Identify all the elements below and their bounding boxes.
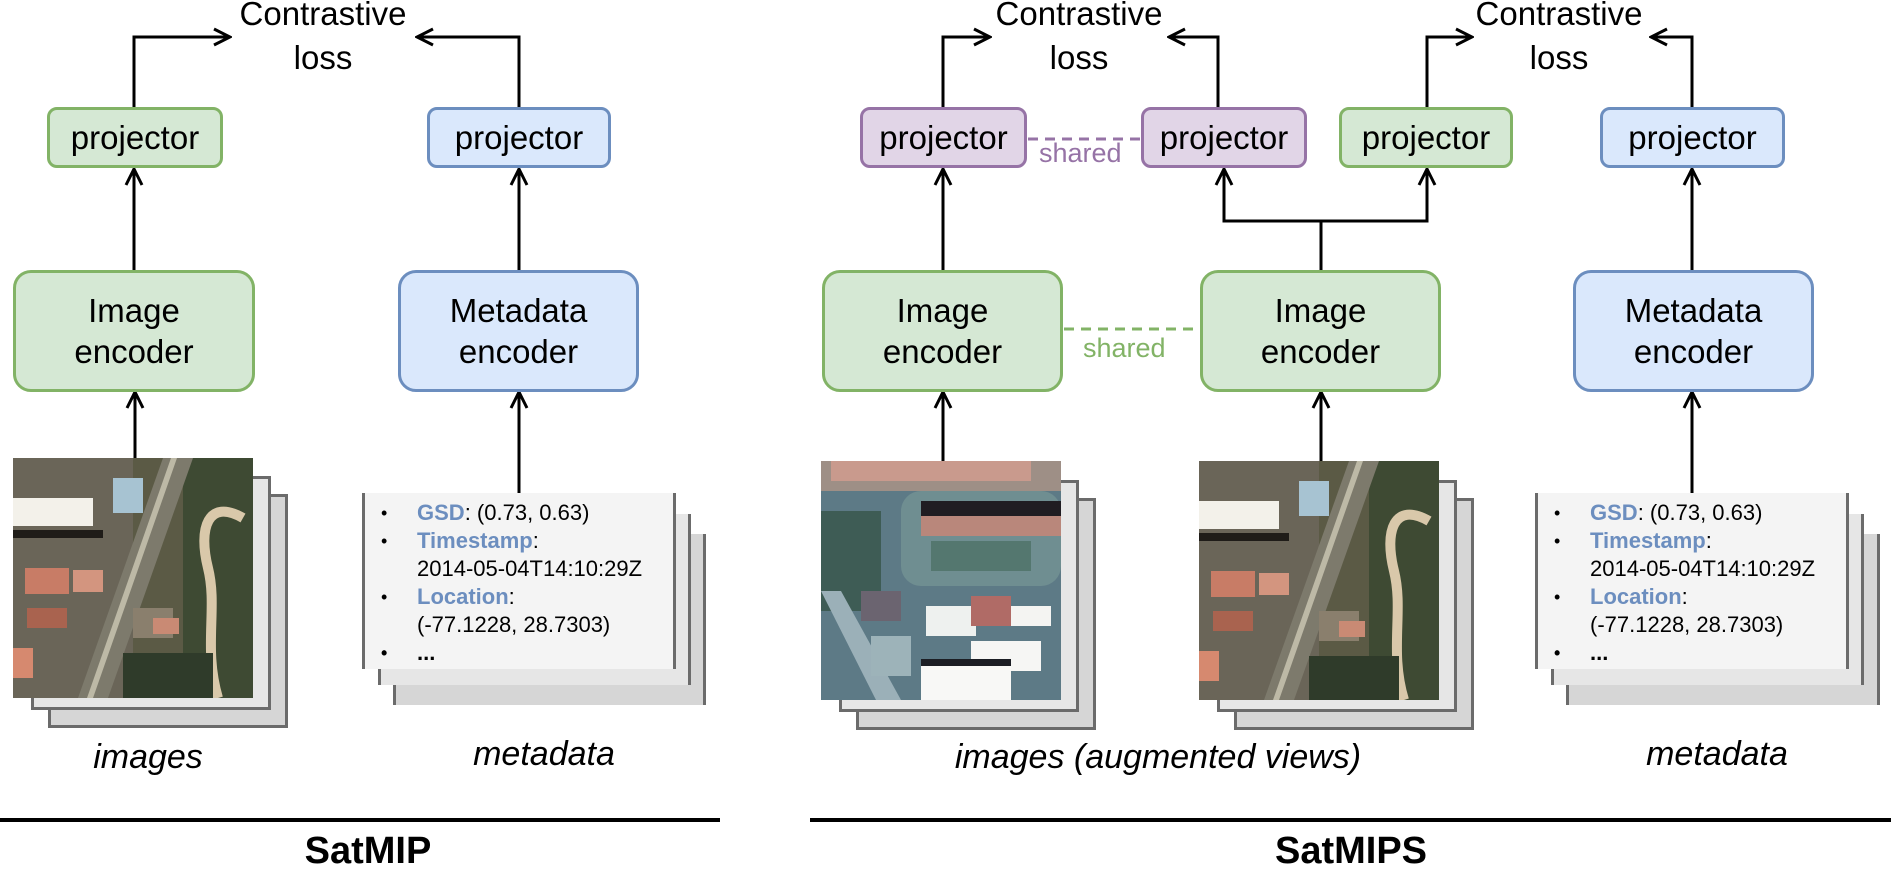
satmips-title: SatMIPS — [1274, 830, 1428, 872]
metadata-projector: projector — [1600, 107, 1785, 168]
metadata-caption: metadata — [1646, 735, 1788, 773]
metadata-key: GSD — [417, 500, 465, 525]
metadata-item-timestamp: Timestamp: 2014-05-04T14:10:29Z — [379, 527, 673, 583]
image-encoder-line2: encoder — [74, 333, 194, 370]
projector-label: projector — [1361, 118, 1491, 156]
metadata-key: Location — [1590, 584, 1682, 609]
arrow-projector-to-loss — [132, 37, 229, 107]
projector-label: projector — [879, 118, 1008, 156]
metadata-item-location: Location: (-77.1228, 28.7303) — [379, 583, 673, 639]
metadata-encoder-line1: Metadata — [1624, 291, 1763, 329]
metadata-projector: projector — [427, 107, 611, 168]
section-divider-right — [810, 818, 1891, 822]
branch-to-projector2 — [1224, 170, 1321, 223]
metadata-encoder-line2: encoder — [458, 333, 579, 370]
loss-line2: loss — [293, 39, 353, 76]
metadata-key: GSD — [1590, 500, 1638, 525]
shared-projector-1: projector — [860, 107, 1027, 168]
metadata-item-location: Location: (-77.1228, 28.7303) — [1552, 583, 1846, 639]
image-encoder-line1: Image — [1274, 291, 1367, 329]
image-encoder-line2: encoder — [1260, 333, 1381, 370]
shared-projector-label: shared — [1039, 138, 1122, 168]
image-projector: projector — [1339, 107, 1513, 168]
metadata-caption: metadata — [473, 735, 615, 773]
image-projector: projector — [47, 107, 223, 168]
metadata-key: Location — [417, 584, 509, 609]
arrow-metadata-projector-to-loss — [418, 37, 521, 107]
metadata-value: 2014-05-04T14:10:29Z — [1590, 556, 1816, 581]
arrow-blue-projector-to-loss-right — [1652, 37, 1694, 107]
projector-label: projector — [1159, 118, 1289, 156]
contrastive-loss-left-label: Contrastive loss — [959, 0, 1199, 80]
shared-projector-2: projector — [1141, 107, 1307, 168]
metadata-encoder: Metadata encoder — [398, 270, 639, 392]
metadata-value: (-77.1228, 28.7303) — [1590, 612, 1784, 637]
metadata-value: ... — [417, 640, 436, 665]
arrow-green-projector-to-loss-right — [1425, 37, 1471, 107]
satmip-title: SatMIP — [304, 830, 432, 872]
loss-line2: loss — [1529, 39, 1589, 76]
metadata-sep: : — [1705, 528, 1712, 553]
branch-to-green-projector — [1321, 170, 1427, 223]
image-encoder-1: Image encoder — [822, 270, 1063, 392]
metadata-encoder-line2: encoder — [1633, 333, 1754, 370]
metadata-key: Timestamp — [1590, 528, 1706, 553]
metadata-sep: : — [508, 584, 515, 609]
metadata-sep: : — [1637, 500, 1644, 525]
image-encoder-line1: Image — [896, 291, 989, 329]
metadata-value: (0.73, 0.63) — [470, 500, 590, 525]
metadata-encoder-line1: Metadata — [449, 291, 588, 329]
arrow-projector2-to-loss-left — [1170, 37, 1220, 107]
metadata-item-timestamp: Timestamp: 2014-05-04T14:10:29Z — [1552, 527, 1846, 583]
shared-encoder-label: shared — [1083, 333, 1166, 363]
loss-line1: Contrastive — [1475, 0, 1643, 32]
image-projector-label: projector — [70, 118, 200, 156]
satellite-image-view-1 — [821, 461, 1061, 700]
metadata-key: Timestamp — [417, 528, 533, 553]
arrow-projector1-to-loss-left — [941, 37, 989, 107]
contrastive-loss-right-label: Contrastive loss — [1439, 0, 1679, 80]
loss-line2: loss — [1049, 39, 1109, 76]
metadata-encoder: Metadata encoder — [1573, 270, 1814, 392]
image-encoder: Image encoder — [13, 270, 255, 392]
image-encoder-line1: Image — [88, 291, 180, 329]
metadata-item-ellipsis: ... — [1552, 639, 1846, 667]
loss-line1: Contrastive — [995, 0, 1163, 32]
satellite-image-view-2 — [1199, 461, 1439, 700]
metadata-value: 2014-05-04T14:10:29Z — [417, 556, 643, 581]
image-encoder-line2: encoder — [882, 333, 1003, 370]
metadata-projector-label: projector — [454, 118, 584, 156]
metadata-item-ellipsis: ... — [379, 639, 673, 667]
image-encoder-2: Image encoder — [1200, 270, 1441, 392]
metadata-sep: : — [464, 500, 471, 525]
metadata-card: GSD: (0.73, 0.63) Timestamp: 2014-05-04T1… — [1535, 493, 1849, 669]
metadata-sep: : — [532, 528, 539, 553]
metadata-item-gsd: GSD: (0.73, 0.63) — [1552, 499, 1846, 527]
metadata-value: (-77.1228, 28.7303) — [417, 612, 611, 637]
metadata-item-gsd: GSD: (0.73, 0.63) — [379, 499, 673, 527]
section-divider-left — [0, 818, 720, 822]
projector-label: projector — [1628, 118, 1757, 156]
metadata-sep: : — [1681, 584, 1688, 609]
metadata-list: GSD: (0.73, 0.63) Timestamp: 2014-05-04T1… — [1538, 499, 1846, 667]
metadata-value: (0.73, 0.63) — [1643, 500, 1763, 525]
satellite-image — [13, 458, 253, 698]
loss-line1: Contrastive — [239, 0, 407, 32]
contrastive-loss-label: Contrastive loss — [203, 0, 443, 80]
metadata-list: GSD: (0.73, 0.63) Timestamp: 2014-05-04T1… — [365, 499, 673, 667]
metadata-card: GSD: (0.73, 0.63) Timestamp: 2014-05-04T1… — [362, 493, 676, 669]
augmented-views-caption: images (augmented views) — [954, 738, 1362, 776]
metadata-value: ... — [1590, 640, 1609, 665]
images-caption: images — [93, 738, 203, 776]
